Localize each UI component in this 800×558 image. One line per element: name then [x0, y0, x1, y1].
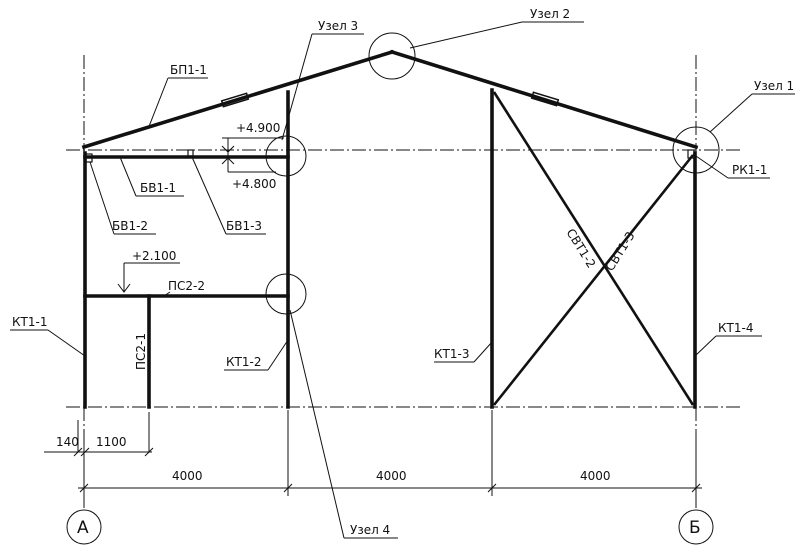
- label-bv1-2: БВ1-2: [112, 219, 148, 233]
- rafter-left: [81, 49, 395, 150]
- label-bp1-1: БП1-1: [170, 63, 207, 77]
- label-elev-2100: +2.100: [132, 249, 176, 263]
- label-node-2: Узел 2: [530, 7, 570, 21]
- label-elev-4800: +4.800: [232, 177, 276, 191]
- label-svt1-3: СВТ1-3: [603, 229, 638, 273]
- axis-bubbles: [66, 509, 714, 545]
- label-node-4: Узел 4: [350, 523, 390, 537]
- axis-label-a: А: [77, 518, 89, 538]
- rafter-right: [389, 49, 699, 150]
- node-circles: [265, 32, 720, 315]
- label-kt1-2: КТ1-2: [226, 355, 261, 369]
- elevation-marks: [117, 137, 284, 293]
- dim-1100: 1100: [96, 435, 127, 449]
- label-kt1-4: КТ1-4: [718, 321, 753, 335]
- brace-svt1-3: [492, 154, 695, 406]
- dimension-lines: [44, 410, 702, 496]
- label-node-1: Узел 1: [754, 79, 794, 93]
- leaders: [10, 21, 795, 539]
- axis-label-b: Б: [689, 518, 701, 538]
- dim-span-1: 4000: [172, 469, 203, 483]
- label-kt1-3: КТ1-3: [434, 347, 469, 361]
- dim-span-2: 4000: [376, 469, 407, 483]
- label-ps2-2: ПС2-2: [168, 279, 205, 293]
- label-rk1-1: РК1-1: [732, 163, 767, 177]
- label-bv1-3: БВ1-3: [226, 219, 262, 233]
- labels: Узел 2 Узел 1 Узел 3 Узел 4 БП1-1 БВ1-1 …: [12, 7, 794, 538]
- label-ps2-1: ПС2-1: [134, 333, 148, 370]
- label-kt1-1: КТ1-1: [12, 315, 47, 329]
- brace-svt1-2: [492, 91, 695, 406]
- dim-140: 140: [56, 435, 79, 449]
- frame-members: [81, 49, 699, 409]
- label-node-3: Узел 3: [318, 19, 358, 33]
- dim-span-3: 4000: [580, 469, 611, 483]
- label-elev-4900: +4.900: [236, 121, 280, 135]
- label-bv1-1: БВ1-1: [140, 181, 176, 195]
